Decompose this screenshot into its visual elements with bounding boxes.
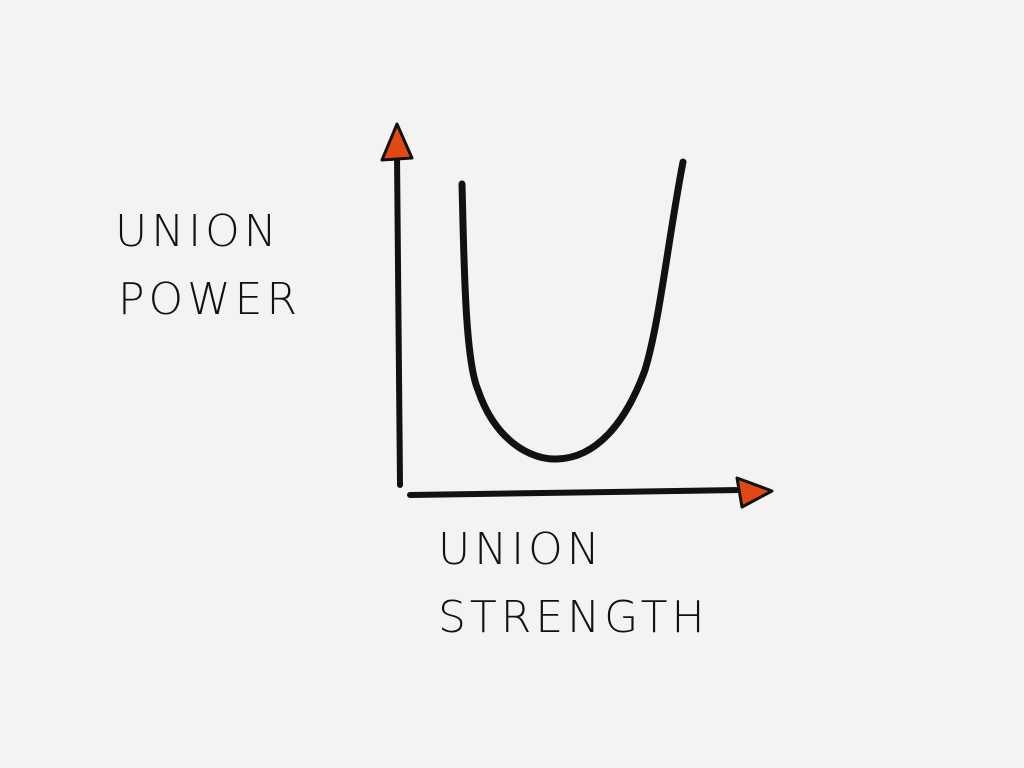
y-axis-arrow-icon — [380, 122, 414, 162]
y-axis-label-line1: UNION — [115, 206, 281, 257]
data-curve — [458, 158, 687, 463]
x-axis-label-line1: UNION — [438, 524, 604, 575]
x-axis-label-line2: STRENGTH — [438, 592, 709, 643]
y-axis-label-line2: POWER — [118, 274, 302, 325]
x-axis-line — [407, 487, 743, 498]
x-axis-arrow-icon — [735, 476, 774, 509]
y-axis-line — [394, 152, 403, 488]
